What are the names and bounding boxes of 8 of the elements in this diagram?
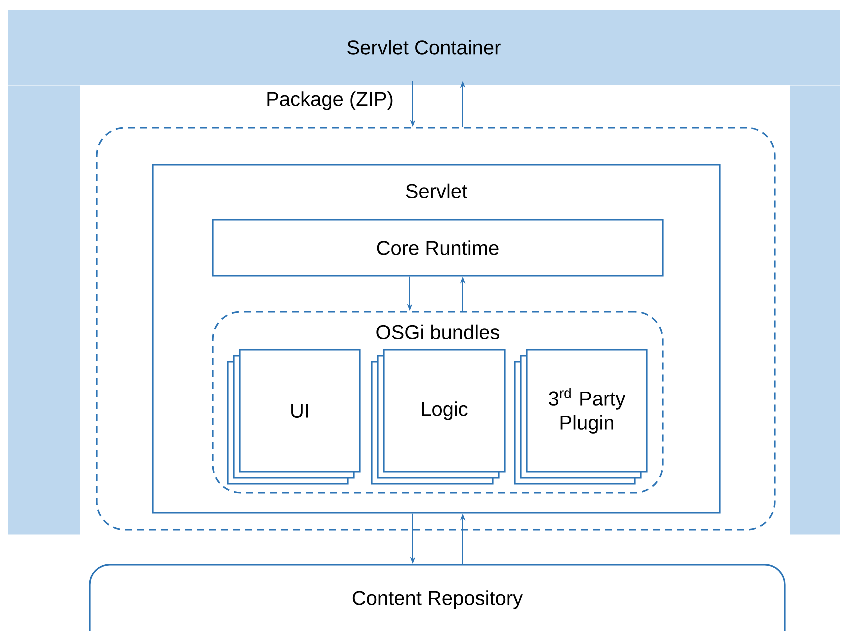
bundle-stack: Logic bbox=[371, 349, 506, 485]
node-label: Package (ZIP) bbox=[268, 92, 393, 110]
side-band bbox=[790, 86, 840, 535]
bundle-stack: UI bbox=[227, 349, 361, 485]
side-band bbox=[8, 86, 80, 535]
repository-box: Content Repository bbox=[89, 564, 786, 631]
bundle-stack: 3$^{rd}$ Party Plugin bbox=[514, 349, 648, 485]
component-box: Core Runtime bbox=[212, 219, 664, 277]
